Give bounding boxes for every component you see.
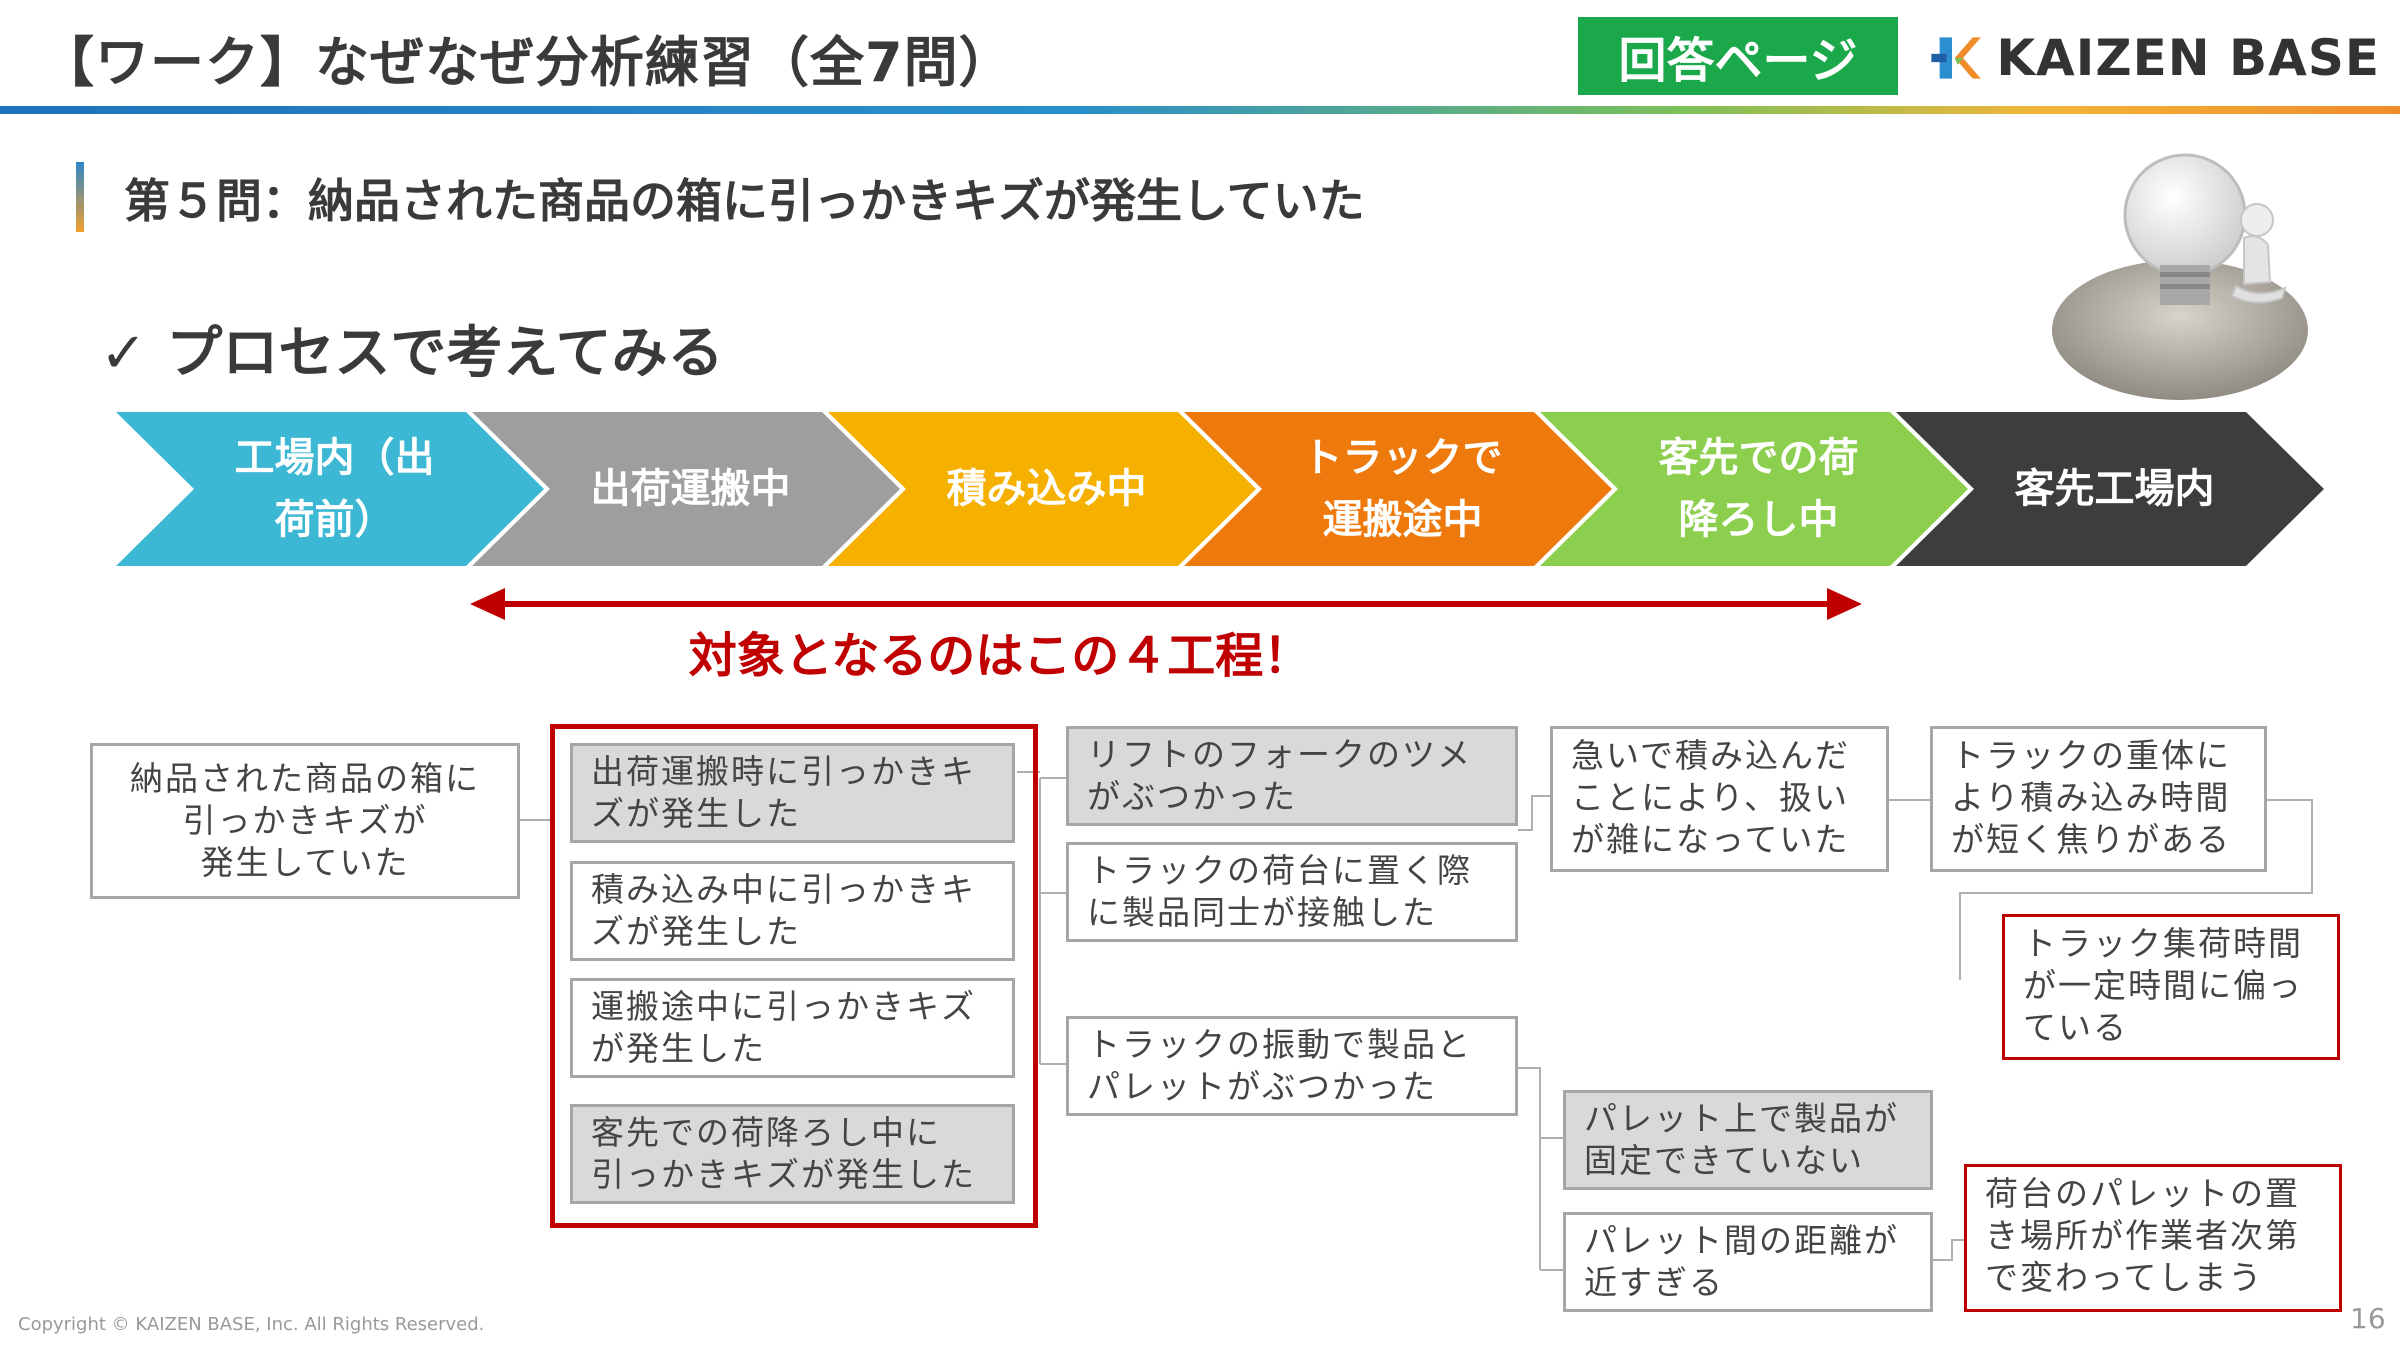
- process-step-chevron: [472, 412, 900, 566]
- process-step-label: 出荷運搬中: [590, 466, 791, 512]
- question-title: 第５問：納品された商品の箱に引っかきキズが発生していた: [124, 174, 1365, 228]
- process-step-label: 積み込み中: [946, 466, 1147, 512]
- tree-level2-item: リフトのフォークのツメ がぶつかった: [1066, 726, 1518, 826]
- tree-root-cause-item: トラック集荷時間 が一定時間に偏っ ている: [2002, 914, 2340, 1060]
- process-step-label: 客先での荷 降ろし中: [1658, 435, 1859, 543]
- tree-level1-item: 出荷運搬時に引っかきキ ズが発生した: [570, 743, 1015, 843]
- process-step-chevron: [1896, 412, 2324, 566]
- tree-level2-item: トラックの荷台に置く際 に製品同士が接触した: [1066, 842, 1518, 942]
- process-step-label: トラックで 運搬途中: [1302, 435, 1503, 543]
- kaizen-logo-icon: [1931, 37, 1981, 79]
- header-title: 【ワーク】なぜなぜ分析練習（全7問）: [40, 31, 1014, 94]
- tree-root-problem: 納品された商品の箱に 引っかきキズが 発生していた: [90, 743, 520, 899]
- copyright-footer: Copyright © KAIZEN BASE, Inc. All Rights…: [18, 1314, 485, 1335]
- process-step-chevron: [116, 412, 544, 566]
- process-step-chevron: [1184, 412, 1612, 566]
- tree-level1-item: 積み込み中に引っかきキ ズが発生した: [570, 861, 1015, 961]
- process-step-chevron: [1540, 412, 1968, 566]
- question-marker: [76, 162, 84, 232]
- target-process-frame: [550, 724, 1038, 1228]
- tree-level4-item: トラックの重体に より積み込み時間 が短く焦りがある: [1930, 726, 2267, 872]
- tree-level1-item: 客先での荷降ろし中に 引っかきキズが発生した: [570, 1104, 1015, 1204]
- tree-level1-item: 運搬途中に引っかきキズ が発生した: [570, 978, 1015, 1078]
- tree-level2-item: トラックの振動で製品と パレットがぶつかった: [1066, 1016, 1518, 1116]
- answer-page-badge: 回答ページ: [1578, 17, 1898, 95]
- header-divider: [0, 106, 2400, 114]
- page-number: 16: [2350, 1302, 2386, 1335]
- logo-text: KAIZEN BASE: [1996, 29, 2380, 87]
- target-note: 対象となるのはこの４工程！: [688, 628, 1312, 684]
- tree-level3-item: 急いで積み込んだ ことにより、扱い が雑になっていた: [1550, 726, 1889, 872]
- process-step-chevron: [828, 412, 1256, 566]
- section-title: ✓ プロセスで考えてみる: [100, 321, 724, 386]
- process-step-label: 工場内（出 荷前）: [234, 435, 435, 543]
- tree-level3-item: パレット上で製品が 固定できていない: [1563, 1090, 1933, 1190]
- tree-root-cause-item: 荷台のパレットの置 き場所が作業者次第 で変わってしまう: [1964, 1164, 2342, 1312]
- company-logo: KAIZEN BASE: [1930, 22, 2380, 94]
- process-step-label: 客先工場内: [2014, 466, 2215, 512]
- tree-level3-item: パレット間の距離が 近すぎる: [1563, 1212, 1933, 1312]
